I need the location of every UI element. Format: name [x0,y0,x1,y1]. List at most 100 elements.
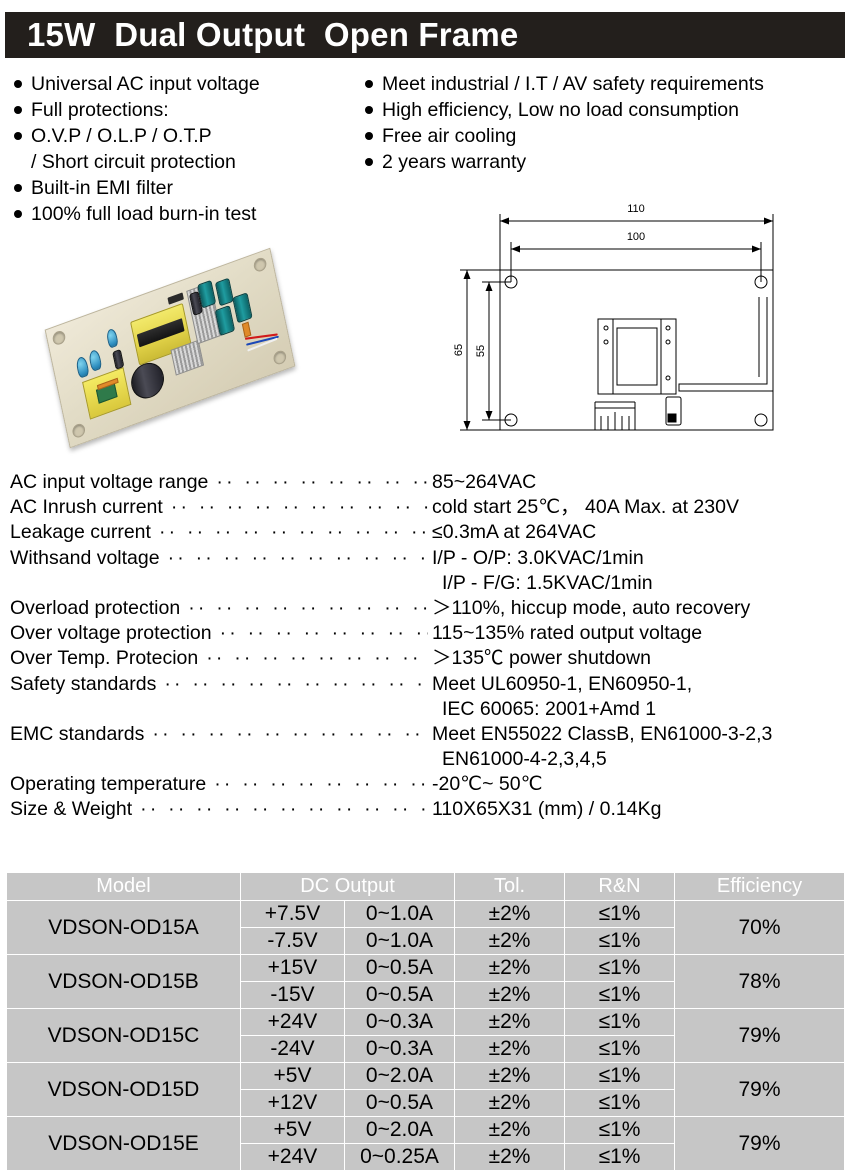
feature-item: Full protections: [14,98,374,123]
cell-current: 0~0.3A [343,1035,456,1063]
product-title-bar: 15W Dual Output Open Frame [5,12,845,58]
spec-value: 110X65X31 (mm) / 0.14Kg [432,798,662,821]
feature-item-label: 100% full load burn-in test [31,203,257,225]
cell-tolerance: ±2% [454,1089,566,1117]
column-header-tol: Tol. [454,872,566,901]
cell-ripple-noise: ≤1% [564,1035,676,1063]
spec-row: Over Temp. Protecion ·· ·· ·· ·· ·· ·· ··… [10,646,850,671]
bullet-icon [365,158,373,166]
bullet-icon [14,158,22,166]
feature-list-right: Meet industrial / I.T / AV safety requir… [365,72,845,176]
feature-item-label: Meet industrial / I.T / AV safety requir… [382,73,764,95]
spec-value: -20℃~ 50℃ [432,773,543,796]
product-photo [22,247,322,463]
spec-row: EMC standards ·· ·· ·· ·· ·· ·· ·· ·· ·· … [10,722,850,747]
cell-voltage: +5V [240,1062,345,1090]
leader-dots: ·· ·· ·· ·· ·· ·· ·· ·· ·· ·· ·· ·· ·· ·… [152,722,428,745]
cell-current: 0~0.5A [343,981,456,1009]
column-header-dc-output: DC Output [239,872,456,901]
cell-voltage: +7.5V [240,900,345,928]
cell-efficiency: 79% [674,1062,846,1117]
spec-value: 115~135% rated output voltage [432,622,703,645]
table-header-row: Model DC Output Tol. R&N Efficiency [6,872,846,901]
spec-value: EN61000-4-2,3,4,5 [442,748,607,771]
feature-item: Free air cooling [365,124,845,149]
cell-voltage: +12V [240,1089,345,1117]
cell-tolerance: ±2% [454,900,566,928]
feature-item: Built-in EMI filter [14,176,374,201]
mechanical-drawing: 110 100 65 55 [450,192,850,437]
spec-value: I/P - F/G: 1.5KVAC/1min [442,571,653,594]
feature-item: O.V.P / O.L.P / O.T.P [14,124,374,149]
spec-row: Overload protection·· ·· ·· ·· ·· ·· ·· … [10,596,850,621]
cell-ripple-noise: ≤1% [564,927,676,955]
cell-voltage: +15V [240,954,345,982]
cell-current: 0~1.0A [343,900,456,928]
feature-item-label: Free air cooling [382,125,517,147]
spec-value: IEC 60065: 2001+Amd 1 [442,697,657,720]
column-header-efficiency: Efficiency [674,872,846,901]
cell-ripple-noise: ≤1% [564,900,676,928]
cell-voltage: -15V [240,981,345,1009]
spec-value: ＞110%, hiccup mode, auto recovery [432,596,751,619]
feature-item-label: Universal AC input voltage [31,73,260,95]
spec-value: I/P - O/P: 3.0KVAC/1min [432,546,644,569]
spec-label: Withsand voltage [10,546,160,569]
cell-tolerance: ±2% [454,981,566,1009]
cell-voltage: +24V [240,1008,345,1036]
leader-dots: ·· ·· ·· ·· ·· ·· ·· ·· ·· ·· ·· ·· ·· ·… [206,647,428,670]
bullet-icon [365,106,373,114]
leader-dots: ·· ·· ·· ·· ·· ·· ·· ·· ·· ·· ·· ·· ·· ·… [214,773,428,796]
cell-model: VDSON-OD15D [6,1062,241,1117]
spec-row: Operating temperature ·· ·· ·· ·· ·· ·· ·… [10,772,850,797]
spec-row: I/P - F/G: 1.5KVAC/1min [10,571,850,596]
spec-value: ≤0.3mA at 264VAC [432,521,597,544]
cell-current: 0~2.0A [343,1116,456,1144]
cell-ripple-noise: ≤1% [564,1089,676,1117]
feature-item-label: 2 years warranty [382,151,527,173]
spec-row: Leakage current ·· ·· ·· ·· ·· ·· ·· ·· ·… [10,520,850,545]
spec-value: Meet EN55022 ClassB, EN61000-3-2,3 [432,722,773,745]
spec-label: Over Temp. Protecion [10,647,199,670]
cell-model: VDSON-OD15A [6,900,241,955]
cell-ripple-noise: ≤1% [564,954,676,982]
spec-label: EMC standards [10,722,145,745]
cell-ripple-noise: ≤1% [564,1116,676,1144]
feature-item: / Short circuit protection [14,150,374,175]
spec-label: Size & Weight [10,798,133,821]
spec-label: AC input voltage range [10,471,209,493]
cell-efficiency: 78% [674,954,846,1009]
bullet-icon [14,132,22,140]
leader-dots: ·· ·· ·· ·· ·· ·· ·· ·· ·· ·· ·· ·· ·· ·… [170,496,428,519]
cell-tolerance: ±2% [454,1035,566,1063]
pcb-board-image [44,247,296,449]
table-header: Model DC Output Tol. R&N Efficiency [6,872,846,901]
cell-ripple-noise: ≤1% [564,1062,676,1090]
cell-voltage: -7.5V [240,927,345,955]
spec-label: Leakage current [10,521,151,544]
cell-model: VDSON-OD15B [6,954,241,1009]
spec-label: Operating temperature [10,773,207,796]
cell-ripple-noise: ≤1% [564,1008,676,1036]
cell-tolerance: ±2% [454,1143,566,1171]
column-header-model: Model [6,872,241,901]
leader-dots: ·· ·· ·· ·· ·· ·· ·· ·· ·· ·· ·· ·· ·· ·… [158,521,428,544]
spec-label: Safety standards [10,672,157,695]
cell-ripple-noise: ≤1% [564,981,676,1009]
model-specification-table: Model DC Output Tol. R&N Efficiency VDSO… [6,872,846,1171]
cell-ripple-noise: ≤1% [564,1143,676,1171]
leader-dots: ·· ·· ·· ·· ·· ·· ·· ·· ·· ·· ·· ·· ·· ·… [140,798,428,821]
feature-item: 2 years warranty [365,150,845,175]
cell-tolerance: ±2% [454,1062,566,1090]
cell-current: 0~0.25A [343,1143,456,1171]
cell-current: 0~2.0A [343,1062,456,1090]
spec-label: Over voltage protection [10,622,212,645]
spec-row: AC Inrush current·· ·· ·· ·· ·· ·· ·· ··… [10,495,850,520]
cell-tolerance: ±2% [454,1008,566,1036]
feature-item: Universal AC input voltage [14,72,374,97]
